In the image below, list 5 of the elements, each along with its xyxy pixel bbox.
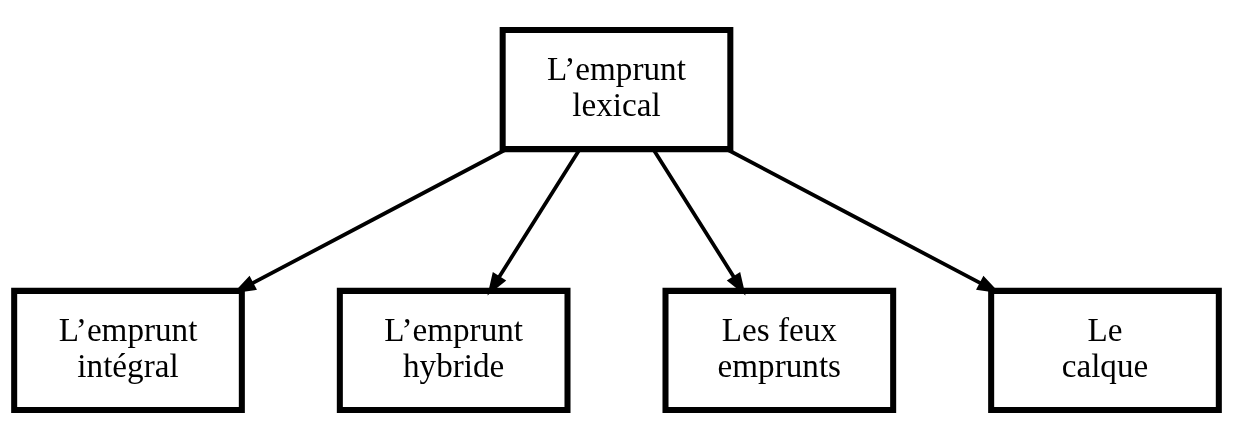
node-box: L’emprunt lexical bbox=[499, 26, 734, 152]
node-box: L’emprunt hybride bbox=[336, 287, 571, 413]
node-box: Les feux emprunts bbox=[662, 287, 897, 413]
node-box: Le calque bbox=[988, 287, 1222, 413]
node-box: L’emprunt intégral bbox=[11, 287, 245, 413]
